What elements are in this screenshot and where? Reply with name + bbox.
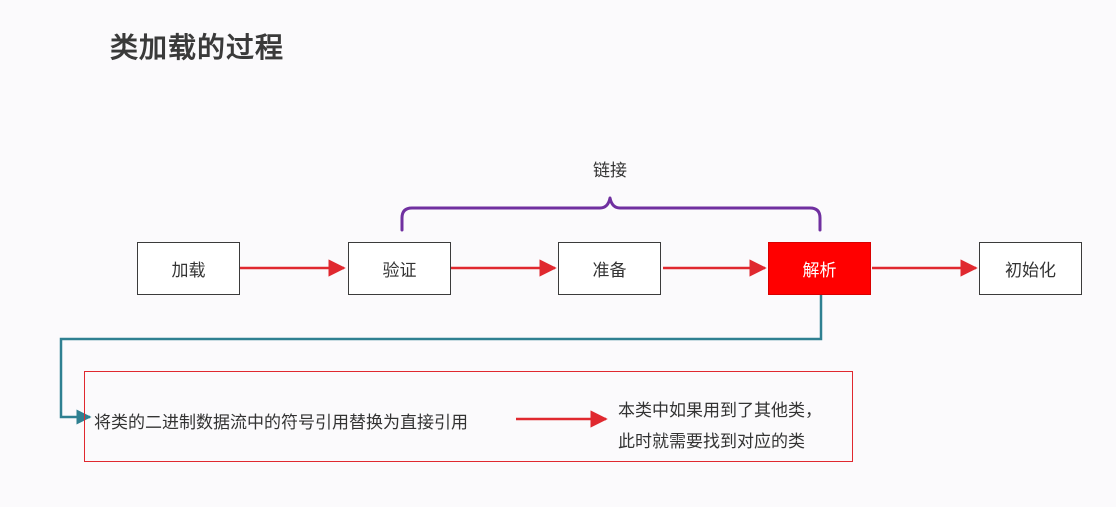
page-title: 类加载的过程: [110, 31, 285, 64]
stage-initialize: 初始化: [979, 242, 1082, 295]
resolve-description: 将类的二进制数据流中的符号引用替换为直接引用: [94, 413, 468, 433]
stage-resolve: 解析: [768, 242, 871, 295]
stage-load: 加载: [137, 242, 240, 295]
link-group-brace: [400, 196, 822, 232]
link-group-label: 链接: [593, 161, 627, 181]
resolve-detail-connector: [59, 295, 823, 425]
resolve-note-line-2: 此时就需要找到对应的类: [618, 432, 805, 452]
resolve-detail-box: [84, 371, 853, 462]
stage-prepare: 准备: [558, 242, 661, 295]
stage-verify: 验证: [348, 242, 451, 295]
resolve-note-line-1: 本类中如果用到了其他类，: [618, 401, 822, 421]
